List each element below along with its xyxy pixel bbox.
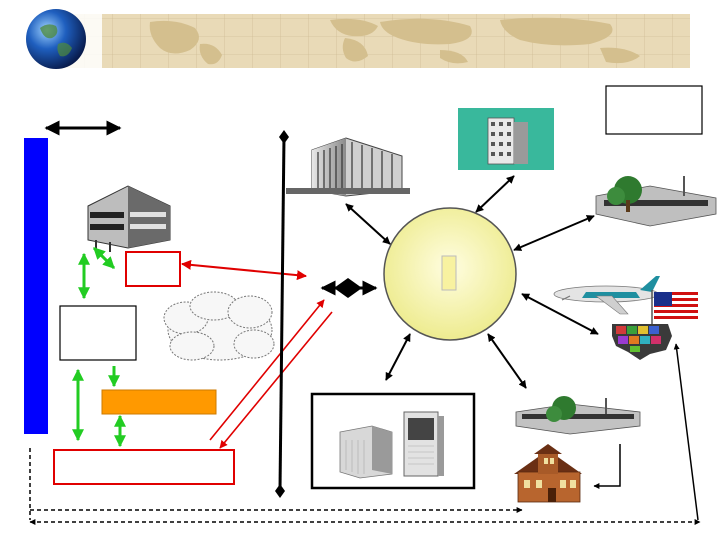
red-bottom-box	[53, 449, 235, 485]
vertical-divider	[278, 135, 286, 491]
tall-tower-icon	[458, 108, 554, 170]
mainframe-icon	[339, 425, 393, 479]
orange-box-label	[102, 390, 216, 414]
spoke-arrow-building	[345, 203, 391, 245]
red-small-box-label	[126, 252, 180, 286]
spoke-arrow-server	[385, 333, 411, 381]
world-map-icon	[62, 14, 690, 68]
long-arrow-right	[673, 343, 699, 521]
globe-icon	[26, 9, 86, 69]
campus-building-icon	[595, 176, 717, 227]
hub-spokes	[345, 175, 599, 389]
elbow-arrow-house	[593, 444, 621, 489]
green-arrow-2	[92, 246, 116, 270]
hub-center-label	[441, 255, 457, 291]
red-arrow-2	[209, 299, 325, 441]
spoke-arrow-tower	[475, 175, 515, 213]
blue-vertical-bar	[24, 138, 48, 434]
low-office-icon	[515, 396, 641, 435]
top-right-box	[605, 85, 703, 135]
us-map-icon	[612, 324, 672, 360]
left-white-box-label	[60, 306, 136, 360]
red-arrow-1	[181, 259, 307, 281]
spoke-arrow-national	[521, 293, 599, 335]
server-room-box	[310, 392, 476, 490]
red-bottom-box-label	[54, 450, 234, 484]
hub-center-text	[436, 256, 462, 290]
spoke-arrow-office	[487, 333, 527, 389]
left-white-box	[59, 305, 137, 361]
spoke-arrow-campus	[513, 215, 595, 251]
orange-box	[101, 389, 217, 415]
us-flag-icon	[651, 290, 698, 332]
server-rack-icon	[403, 411, 444, 477]
top-right-box-label	[606, 86, 702, 134]
red-arrow-3	[219, 311, 333, 449]
highrise-building-icon	[286, 137, 410, 197]
house-icon	[514, 444, 582, 503]
airplane-icon	[553, 276, 660, 315]
office-building-icon	[87, 185, 171, 252]
red-small-box	[125, 251, 181, 287]
cloud-icon	[163, 291, 275, 361]
